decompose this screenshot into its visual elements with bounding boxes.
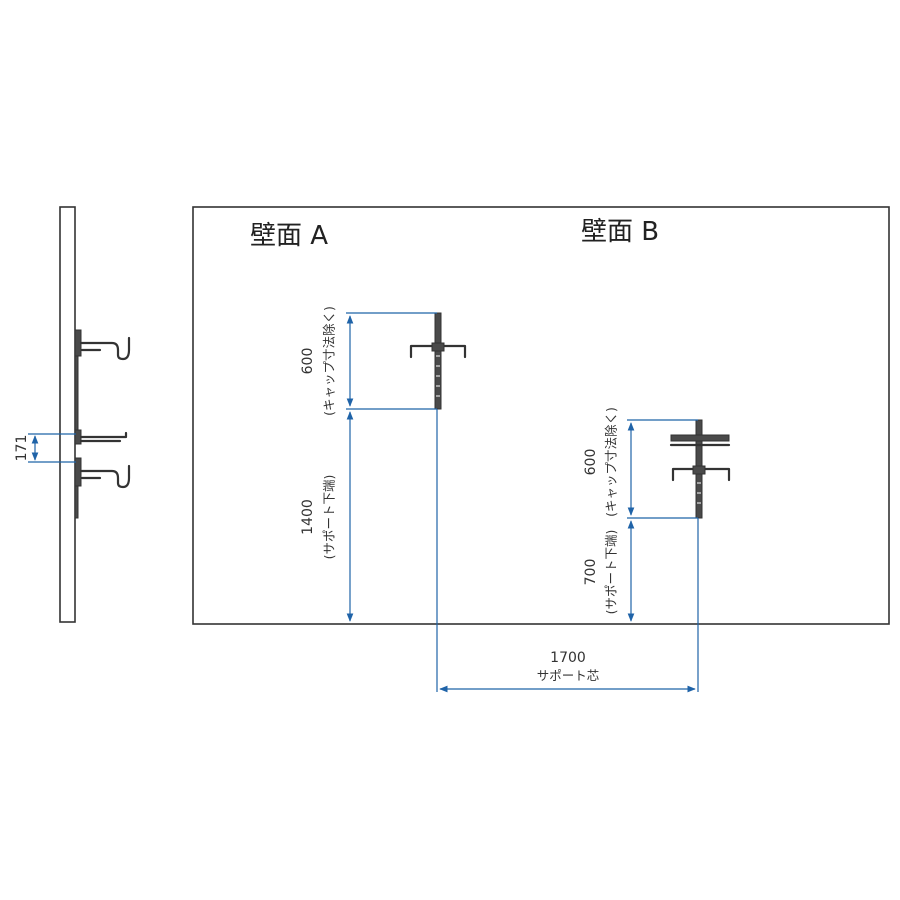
wall-b-base-note: (サポート下端) [604, 530, 619, 615]
wall-a-height-note: (キャップ寸法除く) [322, 306, 337, 416]
wall-a-dimensions: 600 (キャップ寸法除く) 1400 (サポート下端) [300, 306, 437, 622]
side-view: 171 [14, 206, 131, 623]
horizontal-note: サポート芯 [537, 668, 600, 683]
wall-b-rack-icon [669, 419, 731, 519]
wall-b-title: 壁面 B [581, 217, 659, 247]
front-wall-panel [192, 206, 890, 625]
front-view: 壁面 A 壁面 B [192, 206, 890, 693]
wall-b-base-value: 700 [583, 559, 599, 586]
side-tray-icon [74, 429, 128, 445]
horizontal-value: 1700 [550, 650, 586, 666]
side-spacing-label: 171 [14, 435, 30, 462]
horizontal-dimension: 1700 サポート芯 [436, 409, 699, 693]
side-wall-panel [59, 206, 76, 623]
side-upper-hook-icon [74, 329, 131, 361]
wall-a-title: 壁面 A [250, 221, 328, 251]
wall-a-base-note: (サポート下端) [322, 475, 337, 560]
side-lower-hook-icon [74, 457, 131, 489]
wall-b-dimensions: 600 (キャップ寸法除く) 700 (サポート下端) [583, 407, 698, 622]
wall-a-rack-icon [409, 312, 467, 410]
wall-a-height-value: 600 [300, 348, 316, 375]
wall-a-base-value: 1400 [300, 499, 316, 535]
wall-b-height-note: (キャップ寸法除く) [604, 407, 619, 517]
wall-b-height-value: 600 [583, 449, 599, 476]
side-spacing-dimension: 171 [14, 433, 76, 463]
